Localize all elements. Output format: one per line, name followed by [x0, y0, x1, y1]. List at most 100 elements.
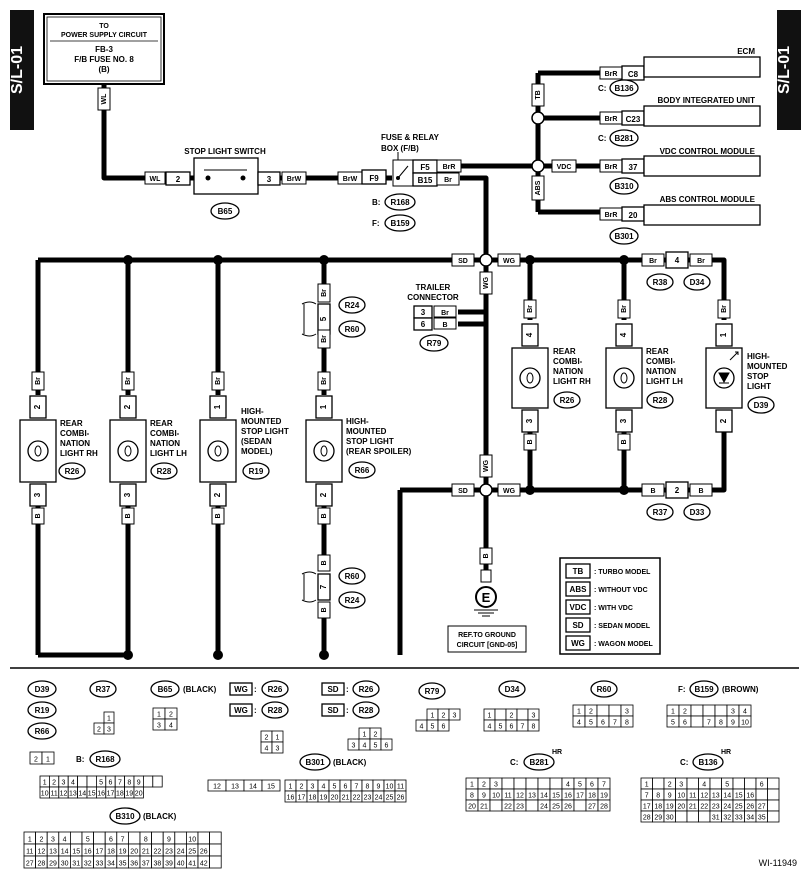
pin-number: 7 — [121, 837, 125, 844]
tag-sd-top: SD — [451, 253, 475, 267]
joint-connector-bottom: B 2 B R37 D33 — [641, 481, 713, 521]
svg-text:B310: B310 — [614, 182, 634, 191]
side-label-right: S/L-01 — [776, 10, 801, 130]
svg-text:BrW: BrW — [343, 176, 358, 183]
pin-number: 5 — [374, 743, 378, 750]
pin-number: 1 — [470, 782, 474, 789]
pin-number: 8 — [366, 784, 370, 791]
svg-text:TB: TB — [535, 90, 542, 99]
pin-number: 6 — [109, 780, 113, 787]
pin-number: 1 — [645, 782, 649, 789]
pin-number: 14 — [540, 793, 548, 800]
svg-text:B: B — [125, 513, 132, 518]
pin-number: 3 — [107, 727, 111, 734]
svg-text:WL: WL — [101, 93, 108, 105]
svg-text:NATION: NATION — [553, 367, 583, 376]
svg-text:4: 4 — [619, 332, 628, 337]
svg-text::: : — [346, 706, 349, 715]
pin-number: 16 — [287, 795, 295, 802]
svg-text:R60: R60 — [597, 685, 612, 694]
pin-number: 30 — [61, 861, 69, 868]
pin-number: 9 — [377, 784, 381, 791]
svg-text:C:: C: — [598, 134, 606, 143]
pin-number: 2 — [34, 757, 38, 764]
pin-number: 23 — [364, 795, 372, 802]
svg-text:B: B — [35, 513, 42, 518]
pin-number: 19 — [666, 804, 674, 811]
pin-cell — [209, 843, 222, 857]
side-label-left: S/L-01 — [9, 10, 34, 130]
svg-text:NATION: NATION — [150, 439, 180, 448]
pin-cell — [537, 777, 551, 790]
pin-cell — [698, 810, 711, 823]
pin-number: 18 — [588, 793, 596, 800]
svg-text:D34: D34 — [690, 278, 705, 287]
pin-number: 16 — [564, 793, 572, 800]
pin-number: 25 — [386, 795, 394, 802]
pin-cell — [620, 715, 634, 728]
pin-number: 7 — [613, 720, 617, 727]
pin-number: 6 — [760, 782, 764, 789]
svg-text:3: 3 — [421, 308, 426, 317]
svg-text:BrR: BrR — [443, 164, 456, 171]
pin-number: 10 — [741, 720, 749, 727]
svg-text:D39: D39 — [754, 401, 769, 410]
pin-number: 1 — [107, 716, 111, 723]
pin-number: 16 — [97, 791, 105, 798]
svg-text:R19: R19 — [249, 467, 264, 476]
pin-cell — [174, 831, 187, 845]
pin-number: 21 — [342, 795, 350, 802]
module-vdc-control: VDC CONTROL MODULE BrR 37 B310 — [599, 147, 761, 195]
pin-number: 12 — [700, 793, 708, 800]
pin-number: 19 — [119, 849, 127, 856]
svg-text:: WAGON MODEL: : WAGON MODEL — [594, 641, 653, 648]
svg-text:3: 3 — [33, 492, 42, 497]
svg-text:4: 4 — [675, 256, 680, 265]
pin-number: 2 — [683, 709, 687, 716]
svg-text:2: 2 — [719, 418, 728, 423]
svg-text:D34: D34 — [505, 685, 520, 694]
pin-number: 1 — [671, 709, 675, 716]
pin-cell — [767, 788, 780, 801]
pin-number: 6 — [344, 784, 348, 791]
pin-number: 17 — [643, 804, 651, 811]
svg-text:: WITH VDC: : WITH VDC — [594, 605, 633, 612]
svg-text:NATION: NATION — [646, 367, 676, 376]
pin-number: 16 — [84, 849, 92, 856]
pin-number: 4 — [169, 723, 173, 730]
pin-number: 20 — [135, 791, 143, 798]
pin-number: 38 — [154, 861, 162, 868]
pin-cell — [93, 831, 106, 845]
svg-text:Br: Br — [35, 377, 42, 385]
svg-text:4: 4 — [525, 332, 534, 337]
pin-number: 5 — [671, 720, 675, 727]
pin-number: 6 — [385, 743, 389, 750]
svg-text:LIGHT RH: LIGHT RH — [60, 449, 98, 458]
pin-number: 29 — [49, 861, 57, 868]
svg-text:2: 2 — [319, 492, 328, 497]
svg-text:6: 6 — [421, 320, 426, 329]
pin-number: 7 — [118, 780, 122, 787]
tag-wg-top: WG — [497, 253, 521, 267]
lamp-high-mounted-wg: Br 1 2 HIGH- MOUNTED STOP LIGHT D39 — [705, 299, 788, 433]
pin-number: 13 — [69, 791, 77, 798]
svg-text:7: 7 — [319, 584, 328, 589]
svg-text:B301: B301 — [305, 758, 325, 767]
pin-number: 30 — [666, 815, 674, 822]
svg-text:1: 1 — [719, 332, 728, 337]
svg-text:VDC CONTROL MODULE: VDC CONTROL MODULE — [660, 147, 756, 156]
pin-cell — [271, 741, 284, 754]
svg-text:B: B — [483, 553, 490, 558]
pin-number: 11 — [397, 784, 404, 791]
svg-text:ABS CONTROL MODULE: ABS CONTROL MODULE — [660, 195, 756, 204]
svg-text:ABS: ABS — [535, 180, 542, 195]
svg-text:(SEDAN: (SEDAN — [241, 437, 272, 446]
svg-text:B: B — [442, 322, 447, 329]
pin-number: 27 — [26, 861, 34, 868]
